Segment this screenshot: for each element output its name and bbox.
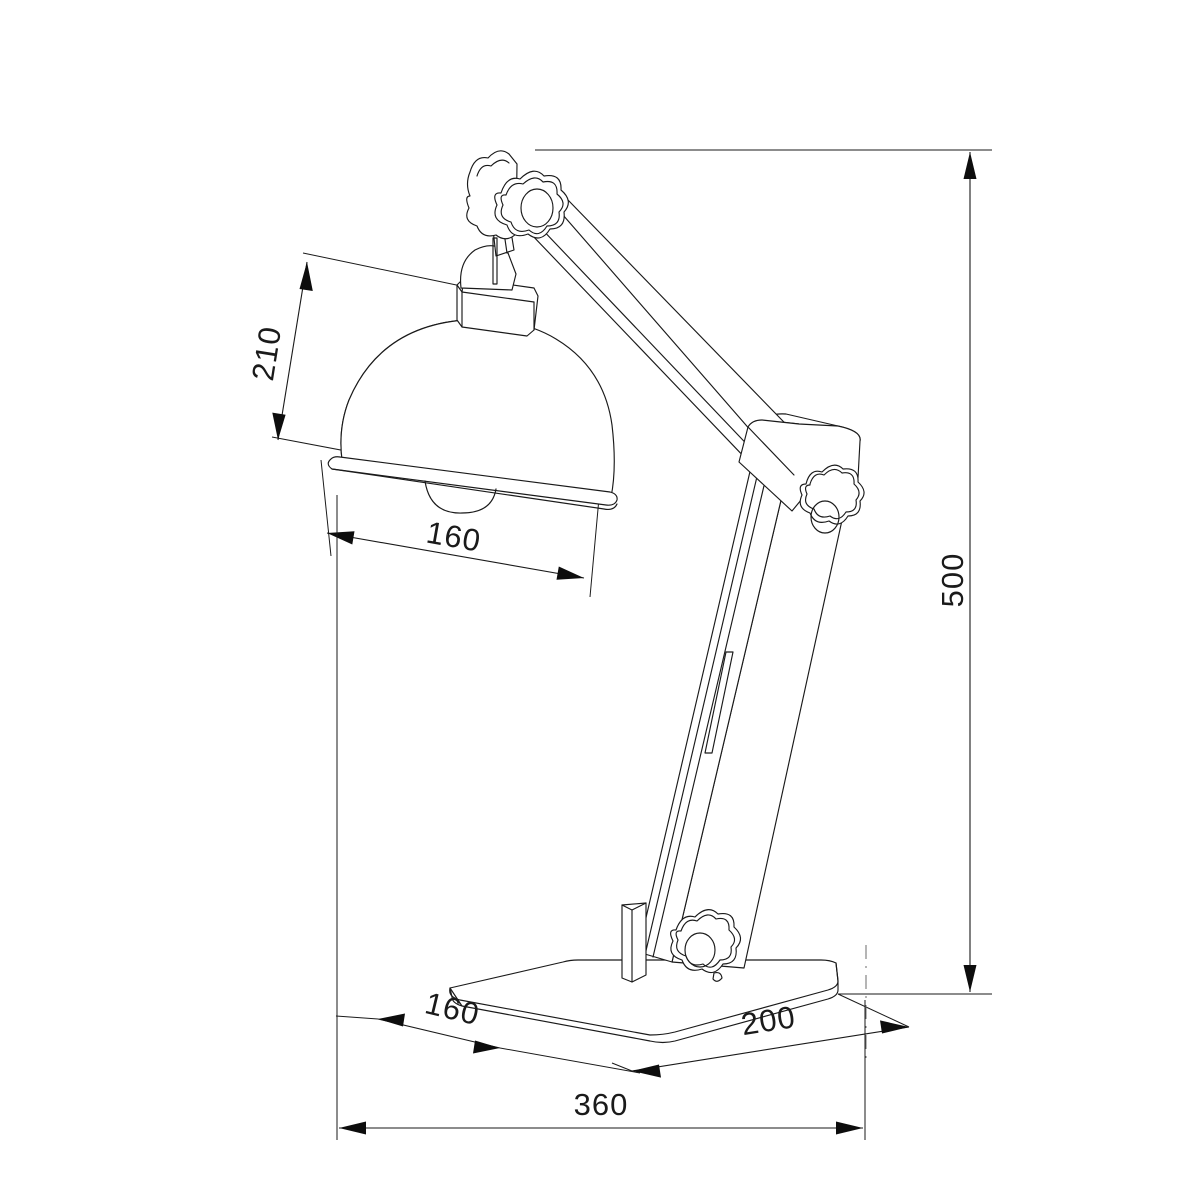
arrow-shade-dia-right (556, 566, 584, 580)
leader-base-depth-left (335, 1015, 379, 1020)
dim-line-base-width (631, 1026, 910, 1072)
head-joint (459, 150, 569, 291)
shade-collar-fold-top (461, 291, 535, 303)
base-plate (449, 959, 839, 1044)
base-knob-outer (670, 909, 742, 974)
lower-arm-edge-1 (652, 421, 780, 958)
base-bracket-top (621, 902, 647, 911)
dim-label-overall-height: 500 (935, 553, 970, 608)
arrow-base-depth-left (378, 1013, 405, 1027)
arrow-shade-height-top (299, 262, 313, 291)
lamp-shade (327, 277, 618, 514)
elbow-fold (747, 426, 795, 476)
base-bracket (621, 902, 647, 983)
base-joint (621, 902, 742, 983)
base-knob-inner (675, 914, 736, 968)
base-knob-hub (684, 932, 716, 968)
arrow-overall-width-right (836, 1121, 863, 1135)
arrow-shade-height-bottom (272, 412, 286, 440)
elbow-knob-hub (810, 500, 840, 534)
head-knob-inner (500, 177, 564, 235)
shade-rim-edge (331, 468, 618, 511)
lamp-assembly (327, 150, 865, 1044)
lower-arm-edge-2 (644, 420, 771, 956)
arrow-overall-width-left (339, 1121, 366, 1135)
base-plate-corner-left (449, 987, 463, 1007)
base-plate-top (449, 959, 839, 1036)
head-knob-hub (520, 188, 554, 228)
dim-label-shade-height: 210 (245, 324, 288, 384)
base-plate-edge (449, 980, 839, 1044)
elbow-knob (799, 464, 865, 534)
base-plate-corner-right (835, 962, 839, 982)
arrow-base-width-right (880, 1020, 909, 1034)
ext-line-shade-top (302, 252, 467, 288)
shade-rim (327, 456, 618, 506)
leader-base-depth-right (499, 1047, 641, 1074)
base-knob-tab (712, 971, 723, 982)
head-knob-rear-inner (476, 159, 510, 177)
dim-line-shade-height (277, 261, 308, 441)
arrow-base-depth-right (473, 1040, 500, 1054)
arrow-overall-height-top (963, 152, 977, 179)
dim-line-shade-diameter (326, 532, 585, 579)
head-swivel (459, 245, 517, 291)
ext-line-shade-dia-left (320, 459, 332, 557)
arrow-overall-height-bottom (963, 965, 977, 992)
head-pin (492, 237, 498, 285)
elbow-knob-inner (804, 468, 860, 520)
dim-label-overall-width: 360 (574, 1087, 629, 1122)
arrow-shade-dia-left (327, 531, 355, 545)
lower-arm-slot (704, 651, 734, 754)
leader-base-width-right (837, 993, 910, 1028)
leader-base-width-left (611, 1062, 633, 1072)
ext-line-shade-dia-right (589, 486, 601, 598)
head-knob-outer (494, 170, 569, 239)
bulb (424, 480, 497, 514)
elbow-knob-outer (799, 464, 865, 525)
arrow-base-width-left (632, 1064, 661, 1078)
